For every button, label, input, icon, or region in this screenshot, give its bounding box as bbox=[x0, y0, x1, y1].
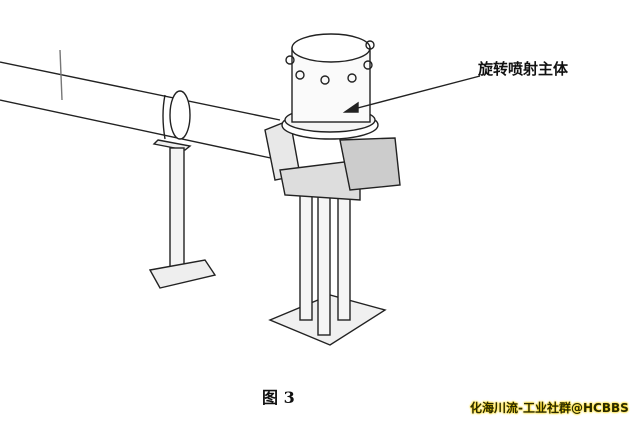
figure-caption: 图 3 bbox=[262, 388, 295, 407]
pipe bbox=[0, 49, 281, 161]
left-support bbox=[148, 139, 217, 289]
watermark: 化海川流-工业社群@HCBBS bbox=[470, 401, 629, 415]
callout-label: 旋转喷射主体 bbox=[478, 60, 569, 78]
base-plate bbox=[268, 194, 387, 346]
callout-arrow bbox=[342, 75, 481, 113]
valve-body bbox=[264, 33, 401, 201]
